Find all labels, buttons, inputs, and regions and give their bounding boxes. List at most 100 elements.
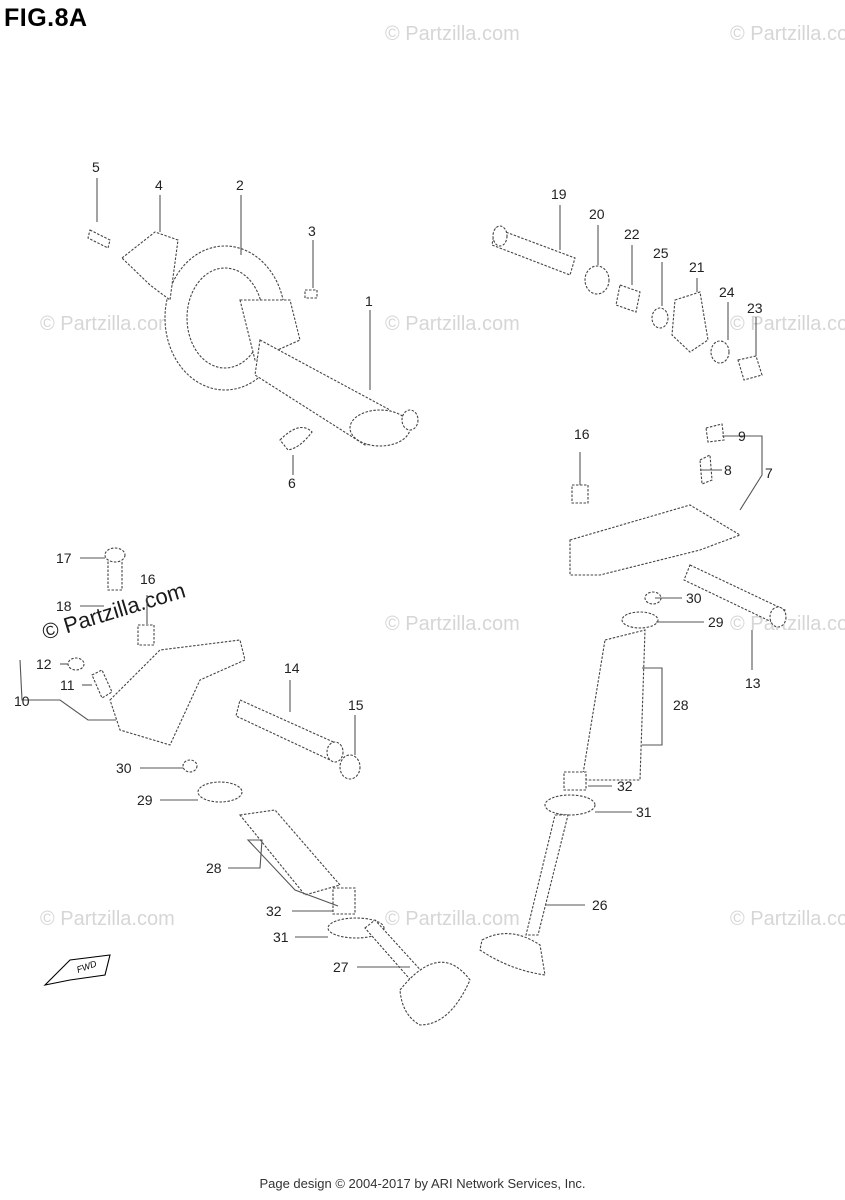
leader-lines-top-left bbox=[96, 178, 371, 475]
watermark: © Partzilla.com bbox=[385, 613, 520, 635]
callout-15: 15 bbox=[348, 697, 364, 713]
watermark: © Partzilla.com bbox=[730, 23, 845, 45]
callout-16: 16 bbox=[574, 426, 590, 442]
valve-stem-seal bbox=[544, 794, 596, 816]
callout-26: 26 bbox=[592, 897, 608, 913]
retainer-plate bbox=[121, 231, 179, 302]
callout-7: 7 bbox=[765, 465, 773, 481]
callout-29: 29 bbox=[137, 792, 153, 808]
spring-retainer bbox=[197, 781, 243, 803]
callout-21: 21 bbox=[689, 259, 705, 275]
callout-20: 20 bbox=[589, 206, 605, 222]
forward-arrow-icon bbox=[43, 954, 111, 986]
callout-13: 13 bbox=[745, 675, 761, 691]
callout-10: 10 bbox=[14, 693, 30, 709]
cam-plate bbox=[239, 299, 301, 361]
callout-30: 30 bbox=[116, 760, 132, 776]
rocker-shim bbox=[137, 624, 155, 646]
exhaust-valve-head bbox=[479, 933, 546, 976]
callout-1: 1 bbox=[365, 293, 373, 309]
valve-spring bbox=[581, 629, 646, 781]
pin bbox=[304, 289, 318, 299]
bolt-head bbox=[104, 547, 126, 563]
watermark: © Partzilla.com bbox=[40, 313, 175, 335]
callout-28: 28 bbox=[673, 697, 689, 713]
spring bbox=[615, 284, 641, 313]
bolt bbox=[107, 555, 123, 591]
decompression-assembly bbox=[491, 225, 763, 381]
cotter bbox=[182, 759, 198, 773]
rocker-shim bbox=[571, 484, 589, 504]
callout-28: 28 bbox=[206, 860, 222, 876]
camshaft-end bbox=[349, 409, 411, 447]
watermark: © Partzilla.com bbox=[385, 908, 520, 930]
rocker-shaft-end bbox=[326, 741, 344, 763]
callout-3: 3 bbox=[308, 223, 316, 239]
rocker-arm bbox=[569, 504, 742, 576]
callout-8: 8 bbox=[724, 462, 732, 478]
watermark: © Partzilla.com bbox=[385, 313, 520, 335]
callout-31: 31 bbox=[636, 804, 652, 820]
intake-valve-head bbox=[399, 961, 471, 1026]
spring-retainer bbox=[621, 611, 659, 629]
camshaft-assembly bbox=[87, 229, 419, 451]
callout-24: 24 bbox=[719, 284, 735, 300]
o-ring bbox=[339, 754, 361, 780]
decomp-shaft bbox=[491, 227, 576, 276]
callout-29: 29 bbox=[708, 614, 724, 630]
ring bbox=[651, 307, 669, 329]
leader-lines-left bbox=[19, 557, 410, 968]
callout-18: 18 bbox=[56, 598, 72, 614]
callout-32: 32 bbox=[617, 778, 633, 794]
callout-17: 17 bbox=[56, 550, 72, 566]
watermark: © Partzilla.com bbox=[730, 613, 845, 635]
callout-11: 11 bbox=[60, 677, 75, 693]
watermark: © Partzilla.com bbox=[40, 908, 175, 930]
decomp-shaft-end bbox=[492, 225, 508, 247]
exhaust-valve-stem bbox=[525, 814, 569, 936]
lever-washer bbox=[710, 340, 730, 364]
callout-25: 25 bbox=[653, 245, 669, 261]
watermark: © Partzilla.com bbox=[730, 313, 845, 335]
callout-19: 19 bbox=[551, 186, 567, 202]
spring-seat bbox=[332, 887, 356, 915]
washer bbox=[584, 265, 610, 295]
callout-labels: 5 4 2 3 1 6 19 20 22 25 21 24 23 16 9 8 … bbox=[14, 159, 773, 975]
intake-valve-stem bbox=[364, 919, 426, 986]
callout-27: 27 bbox=[333, 959, 349, 975]
callout-32: 32 bbox=[266, 903, 282, 919]
callout-22: 22 bbox=[624, 226, 640, 242]
callout-4: 4 bbox=[155, 177, 163, 193]
adjust-nut bbox=[705, 423, 725, 443]
callout-9: 9 bbox=[738, 428, 746, 444]
decomp-lever bbox=[671, 291, 709, 353]
left-rocker-assembly: FWD bbox=[43, 547, 471, 1026]
rocker-shaft bbox=[235, 699, 341, 761]
adjust-screw bbox=[91, 669, 113, 699]
circlip bbox=[279, 426, 313, 451]
bolt bbox=[87, 229, 111, 249]
callout-14: 14 bbox=[284, 660, 300, 676]
adjust-nut bbox=[67, 657, 85, 671]
callout-23: 23 bbox=[747, 300, 763, 316]
callout-5: 5 bbox=[92, 159, 100, 175]
callout-30: 30 bbox=[686, 590, 702, 606]
spring-seat bbox=[563, 771, 587, 791]
callout-6: 6 bbox=[288, 475, 296, 491]
watermark: © Partzilla.com bbox=[730, 908, 845, 930]
callout-2: 2 bbox=[236, 177, 244, 193]
callout-31: 31 bbox=[273, 929, 289, 945]
right-rocker-assembly bbox=[479, 423, 787, 976]
watermark: © Partzilla.com bbox=[385, 23, 520, 45]
lever-nut bbox=[737, 355, 763, 381]
figure-title: FIG.8A bbox=[4, 4, 88, 32]
leader-lines-top-right bbox=[559, 205, 757, 356]
callout-12: 12 bbox=[36, 656, 52, 672]
camshaft-bore bbox=[401, 409, 419, 431]
valve-spring bbox=[238, 809, 341, 896]
callout-16: 16 bbox=[140, 571, 156, 587]
rocker-arm bbox=[109, 639, 246, 746]
rocker-shaft-end bbox=[769, 606, 787, 628]
leader-lines-right bbox=[545, 435, 763, 906]
